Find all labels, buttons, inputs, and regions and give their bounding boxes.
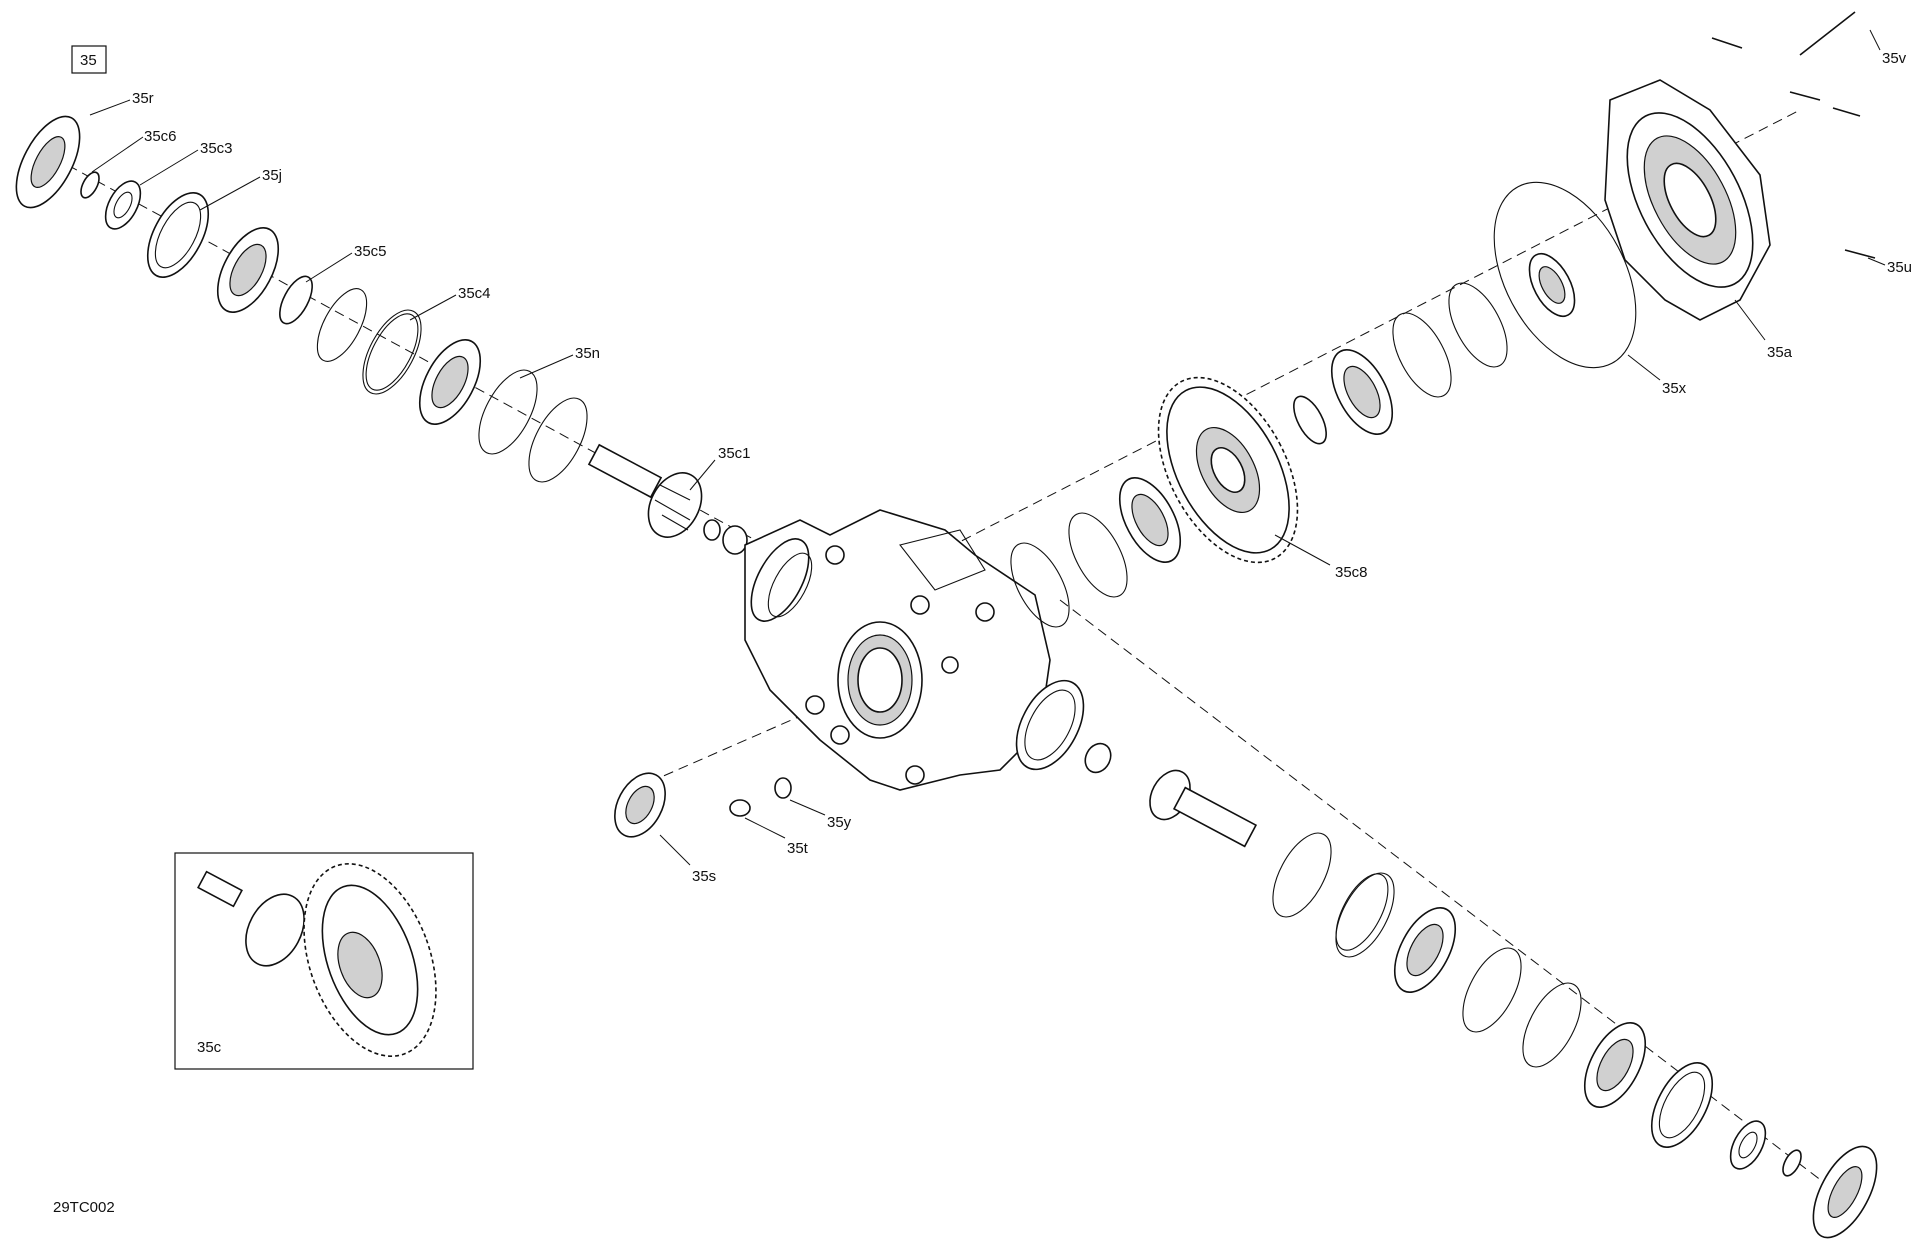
shim-rings-lower <box>1272 832 1395 958</box>
bearing-upper-left-1 <box>216 227 280 313</box>
callout-35c4: 35c4 <box>458 285 491 302</box>
plug-35t <box>729 799 751 817</box>
o-ring-35c6 <box>80 171 100 199</box>
callout-35x: 35x <box>1662 380 1687 397</box>
shim-ring-35c4 <box>362 309 422 395</box>
callout-35c3: 35c3 <box>200 140 233 157</box>
bearing-upper-left-2 <box>418 339 482 425</box>
spacer-right <box>1293 395 1327 445</box>
nut-35c3 <box>104 180 142 230</box>
bearing-lower-1 <box>1393 907 1457 993</box>
callout-35r: 35r <box>132 90 154 107</box>
callout-35y: 35y <box>827 814 852 831</box>
callout-35a: 35a <box>1767 344 1793 361</box>
callout-35c5: 35c5 <box>354 243 387 260</box>
ring-gear-35c8 <box>1157 376 1299 564</box>
group-label: 35 <box>80 52 97 69</box>
pinion-shaft-lower <box>1149 769 1258 848</box>
cover-35a <box>1604 79 1771 321</box>
callout-35c8: 35c8 <box>1335 564 1368 581</box>
bearing-right <box>1330 349 1394 435</box>
callout-35u: 35u <box>1887 259 1912 276</box>
seal-right <box>1528 253 1576 317</box>
seal-35s <box>614 772 666 838</box>
pinion-gear-35c1 <box>587 443 748 555</box>
shim-ring-upper-left-1 <box>316 288 368 362</box>
group-label-box <box>71 45 107 74</box>
callout-35j: 35j <box>262 167 282 184</box>
callout-35n: 35n <box>575 345 600 362</box>
spacer-35c5 <box>279 275 313 325</box>
oil-seal-lower <box>1812 1145 1878 1239</box>
bearing-center-right <box>1118 477 1182 563</box>
callout-35s: 35s <box>692 868 716 885</box>
callout-35v: 35v <box>1882 50 1907 67</box>
callout-35c1: 35c1 <box>718 445 751 462</box>
callout-35c: 35c <box>197 1039 222 1056</box>
callout-35c6: 35c6 <box>144 128 177 145</box>
oil-seal-35r <box>15 115 81 209</box>
shim-rings-right <box>1392 282 1508 398</box>
shim-ring-35n <box>478 369 588 483</box>
gasket-35x <box>1493 181 1637 369</box>
shim-rings-lower-2 <box>1462 947 1582 1068</box>
inset-gear-set-35c <box>174 852 474 1070</box>
nut-lower <box>1729 1120 1767 1170</box>
shim-rings-center-right <box>1010 512 1128 628</box>
differential-housing <box>744 509 1085 791</box>
bushing-lower <box>1084 742 1112 774</box>
sleeve-35j <box>146 192 210 278</box>
o-ring-lower <box>1782 1149 1802 1177</box>
washer-35y <box>774 777 792 799</box>
bolts-35v-35u <box>1711 11 1876 259</box>
leader-lines <box>89 29 1886 866</box>
bearing-lower-2 <box>1583 1022 1647 1108</box>
sleeve-lower <box>1650 1062 1714 1148</box>
drawing-code: 29TC002 <box>53 1199 115 1216</box>
callout-35t: 35t <box>787 840 809 857</box>
